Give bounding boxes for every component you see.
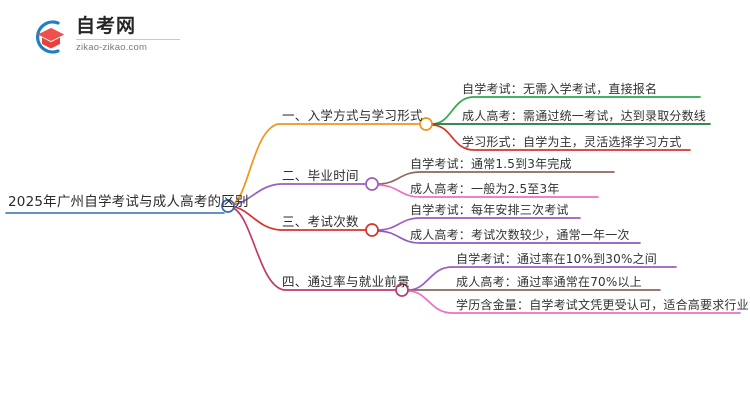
mindmap-branch-1-child-3[interactable]: 学习形式：自学为主，灵活选择学习方式 xyxy=(462,135,682,149)
mindmap-branch-3-child-2[interactable]: 成人高考：考试次数较少，通常一年一次 xyxy=(410,228,630,242)
mindmap-branch-4-child-2[interactable]: 成人高考：通过率通常在70%以上 xyxy=(456,275,642,289)
mindmap-branch-3-child-1[interactable]: 自学考试：每年安排三次考试 xyxy=(410,203,569,217)
logo-domain: zikao-zikao.com xyxy=(76,42,148,53)
mindmap-branch-1-child-2[interactable]: 成人高考：需通过统一考试，达到录取分数线 xyxy=(462,109,707,123)
site-logo: 自考网 zikao-zikao.com xyxy=(28,12,181,60)
mindmap-branch-4-child-3[interactable]: 学历含金量：自学考试文凭更受认可，适合高要求行业 xyxy=(456,298,749,312)
logo-title: 自考网 xyxy=(76,15,137,37)
mindmap-branch-1-child-1[interactable]: 自学考试：无需入学考试，直接报名 xyxy=(462,82,658,96)
mindmap-branch-2[interactable]: 二、毕业时间 xyxy=(282,168,359,183)
mindmap-branch-3[interactable]: 三、考试次数 xyxy=(282,214,359,229)
logo-text-block: 自考网 zikao-zikao.com xyxy=(76,14,181,54)
mindmap-root-node[interactable]: 2025年广州自学考试与成人高考的区别 xyxy=(8,194,249,210)
mindmap-branch-2-child-2[interactable]: 成人高考：一般为2.5至3年 xyxy=(410,182,560,196)
mindmap-branch-1[interactable]: 一、入学方式与学习形式 xyxy=(282,108,423,123)
mindmap-branch-4[interactable]: 四、通过率与就业前景 xyxy=(282,274,411,289)
logo-divider xyxy=(76,39,180,40)
mindmap-branch-4-child-1[interactable]: 自学考试：通过率在10%到30%之间 xyxy=(456,252,657,266)
mindmap-branch-2-child-1[interactable]: 自学考试：通常1.5到3年完成 xyxy=(410,157,572,171)
graduation-cap-logo-icon xyxy=(28,16,70,58)
